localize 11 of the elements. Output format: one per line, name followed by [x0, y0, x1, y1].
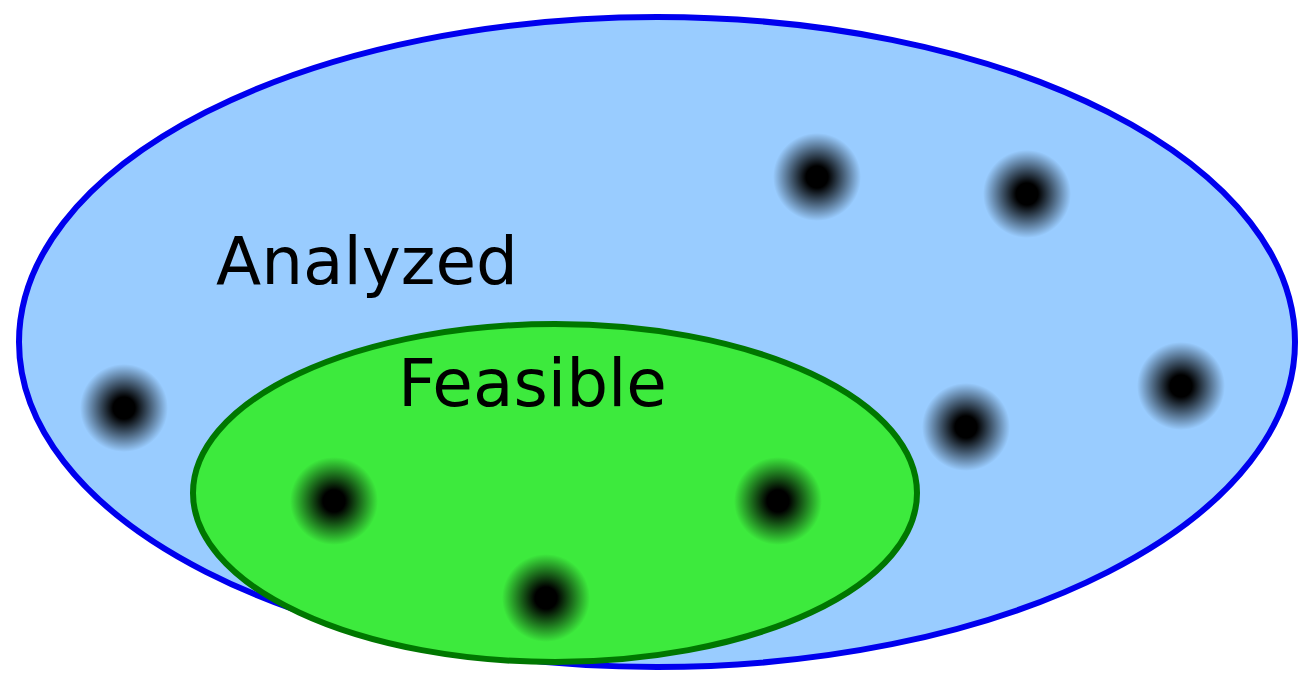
point-dot	[773, 133, 861, 221]
point-dot	[1137, 342, 1225, 430]
set-ellipse	[190, 321, 920, 665]
set-label: Feasible	[398, 351, 667, 417]
point-dot	[734, 457, 822, 545]
set-ellipse	[16, 14, 1298, 670]
point-dot	[290, 457, 378, 545]
point-dot	[502, 554, 590, 642]
point-dot	[922, 383, 1010, 471]
point-dot	[983, 150, 1071, 238]
point-dot	[80, 364, 168, 452]
